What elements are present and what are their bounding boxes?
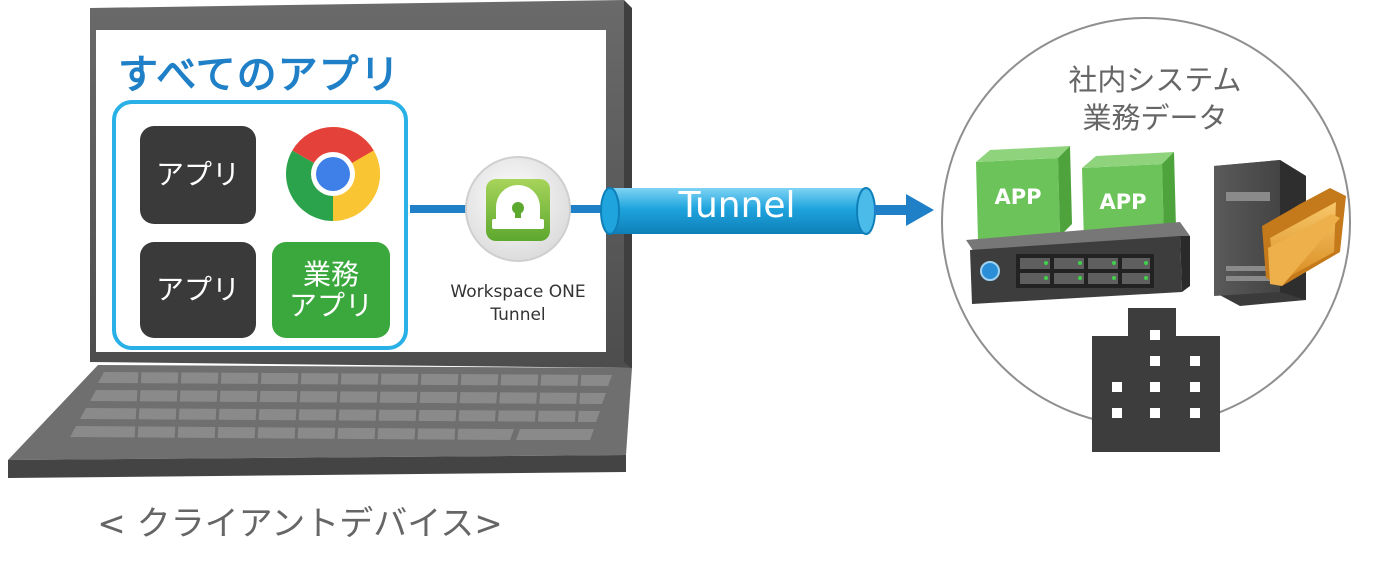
- business-app-label-line2: アプリ: [288, 289, 373, 322]
- apps-frame: [112, 100, 408, 350]
- connector-line-left: [410, 205, 468, 213]
- app-box-1: [976, 146, 1072, 240]
- app-box-2: [1082, 152, 1176, 244]
- app-tile-2-label: アプリ: [155, 273, 240, 307]
- workspace-label-line2: Tunnel: [490, 304, 546, 325]
- folder-icon: [1262, 188, 1346, 286]
- arrow-right-icon: [874, 194, 934, 226]
- tunnel-pipe: [600, 187, 876, 235]
- workspace-label-line1: Workspace ONE: [450, 282, 586, 302]
- keyboard-key-dividers: [134, 371, 582, 441]
- app-tile-1[interactable]: [140, 126, 256, 224]
- business-app-tile[interactable]: [272, 242, 390, 338]
- internal-system-line2: 業務データ: [1082, 100, 1228, 135]
- workspace-one-tunnel-badge[interactable]: [465, 156, 571, 262]
- chrome-icon[interactable]: [286, 127, 380, 221]
- app-box-1-label: APP: [994, 185, 1042, 209]
- internal-system-label: 社内システム 業務データ: [1040, 62, 1270, 137]
- app-tile-2[interactable]: [140, 242, 256, 338]
- lock-icon: [486, 179, 550, 241]
- business-app-label-line1: 業務: [302, 257, 359, 291]
- building-icon: [1092, 308, 1220, 452]
- app-tile-1-label: アプリ: [155, 158, 240, 192]
- server-rack-icon: [966, 222, 1190, 304]
- internal-system-line1: 社内システム: [1068, 63, 1242, 97]
- tunnel-label: Tunnel: [678, 185, 796, 226]
- client-device-caption: < クライアントデバイス>: [97, 504, 503, 544]
- connector-line-right: [568, 205, 608, 213]
- workspace-one-tunnel-label: Workspace ONE Tunnel: [418, 281, 618, 327]
- app-box-2-label: APP: [1099, 190, 1147, 214]
- screen-title: すべてのアプリ: [118, 52, 401, 98]
- business-app-label: 業務 アプリ: [272, 242, 390, 338]
